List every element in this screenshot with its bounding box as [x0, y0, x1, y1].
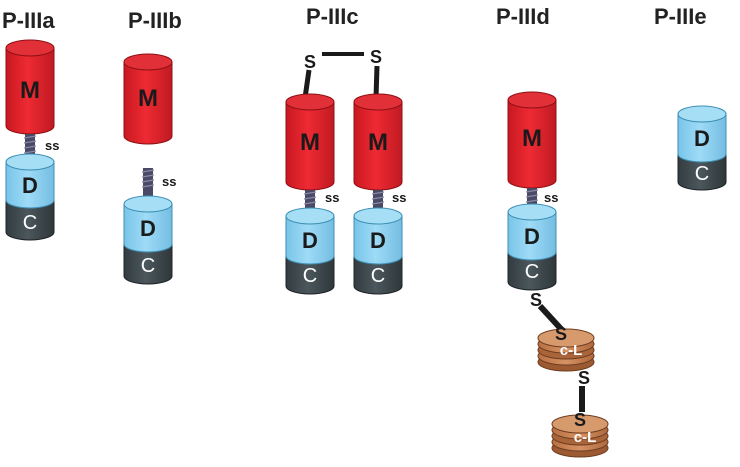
class-title: P-IIIa	[2, 8, 55, 33]
c-domain-label: C	[303, 265, 317, 287]
disulfide-label: ss	[325, 190, 339, 205]
d-domain: D	[5, 153, 55, 209]
sulfur-label: S	[578, 368, 590, 388]
linker-coil	[371, 190, 385, 212]
m-domain-label: M	[300, 129, 320, 156]
disulfide-label: ss	[392, 190, 406, 205]
disulfide-link-2: S	[578, 368, 590, 412]
interchain-disulfide-bond: S S	[302, 47, 382, 99]
d-domain-label: D	[524, 224, 540, 249]
disulfide-label: ss	[162, 174, 176, 189]
lectin-label: c-L	[574, 429, 597, 446]
lectin-label: c-L	[560, 342, 583, 359]
class-title: P-IIIe	[654, 4, 707, 29]
m-domain: M	[5, 39, 55, 135]
c-domain: C	[677, 153, 727, 191]
c-domain-label: C	[371, 265, 385, 287]
d-domain-label: D	[694, 126, 710, 151]
disulfide-label: ss	[45, 138, 59, 153]
class-p-iiib: P-IIIb M ss C D	[123, 8, 182, 285]
class-p-iiid: P-IIId M ss C D S	[496, 4, 609, 458]
ctype-lectin-2: S c-L	[551, 410, 609, 458]
sulfur-label: S	[574, 410, 586, 430]
d-domain: D	[677, 105, 727, 163]
c-domain: C	[285, 255, 335, 295]
c-domain: C	[353, 255, 403, 295]
sulfur-label: S	[530, 290, 542, 310]
class-p-iiie: P-IIIe C D	[654, 4, 727, 191]
d-domain-label: D	[302, 228, 318, 253]
class-title: P-IIId	[496, 4, 550, 29]
m-domain-label: M	[138, 85, 158, 112]
d-domain: D	[285, 207, 335, 265]
c-domain: C	[5, 199, 55, 241]
d-domain: D	[353, 207, 403, 265]
m-domain-label: M	[522, 125, 542, 152]
class-p-iiia: P-IIIa M ss C D	[2, 8, 59, 241]
m-domain: M	[507, 91, 557, 189]
disulfide-label: ss	[544, 190, 558, 205]
c-domain-label: C	[525, 261, 539, 283]
m-domain: M	[353, 93, 403, 191]
m-domain: M	[123, 53, 173, 145]
sulfur-label: S	[304, 52, 316, 72]
c-domain-label: C	[695, 163, 709, 185]
sulfur-label: S	[555, 324, 567, 344]
d-domain-label: D	[140, 216, 156, 241]
d-domain: D	[507, 203, 557, 261]
class-title: P-IIIc	[306, 4, 359, 29]
ctype-lectin-1: S c-L	[537, 324, 595, 372]
d-domain-label: D	[370, 228, 386, 253]
linker-coil	[141, 168, 155, 196]
c-domain-label: C	[141, 255, 155, 277]
linker-coil	[23, 134, 37, 158]
d-domain-label: D	[22, 173, 38, 198]
c-domain: C	[123, 243, 173, 285]
m-domain: M	[285, 93, 335, 191]
m-domain-label: M	[20, 77, 40, 104]
class-title: P-IIIb	[128, 8, 182, 33]
m-domain-label: M	[368, 129, 388, 156]
d-domain: D	[123, 195, 173, 253]
chain-right: M ss C D	[353, 93, 406, 295]
sulfur-label: S	[370, 47, 382, 67]
linker-coil	[303, 190, 317, 212]
c-domain-label: C	[23, 212, 37, 234]
chain-left: M ss C D	[285, 93, 339, 295]
linker-coil	[525, 188, 539, 208]
c-domain: C	[507, 251, 557, 291]
class-p-iiic: P-IIIc S S M ss C	[285, 4, 406, 295]
disulfide-link-1: S	[530, 290, 565, 333]
